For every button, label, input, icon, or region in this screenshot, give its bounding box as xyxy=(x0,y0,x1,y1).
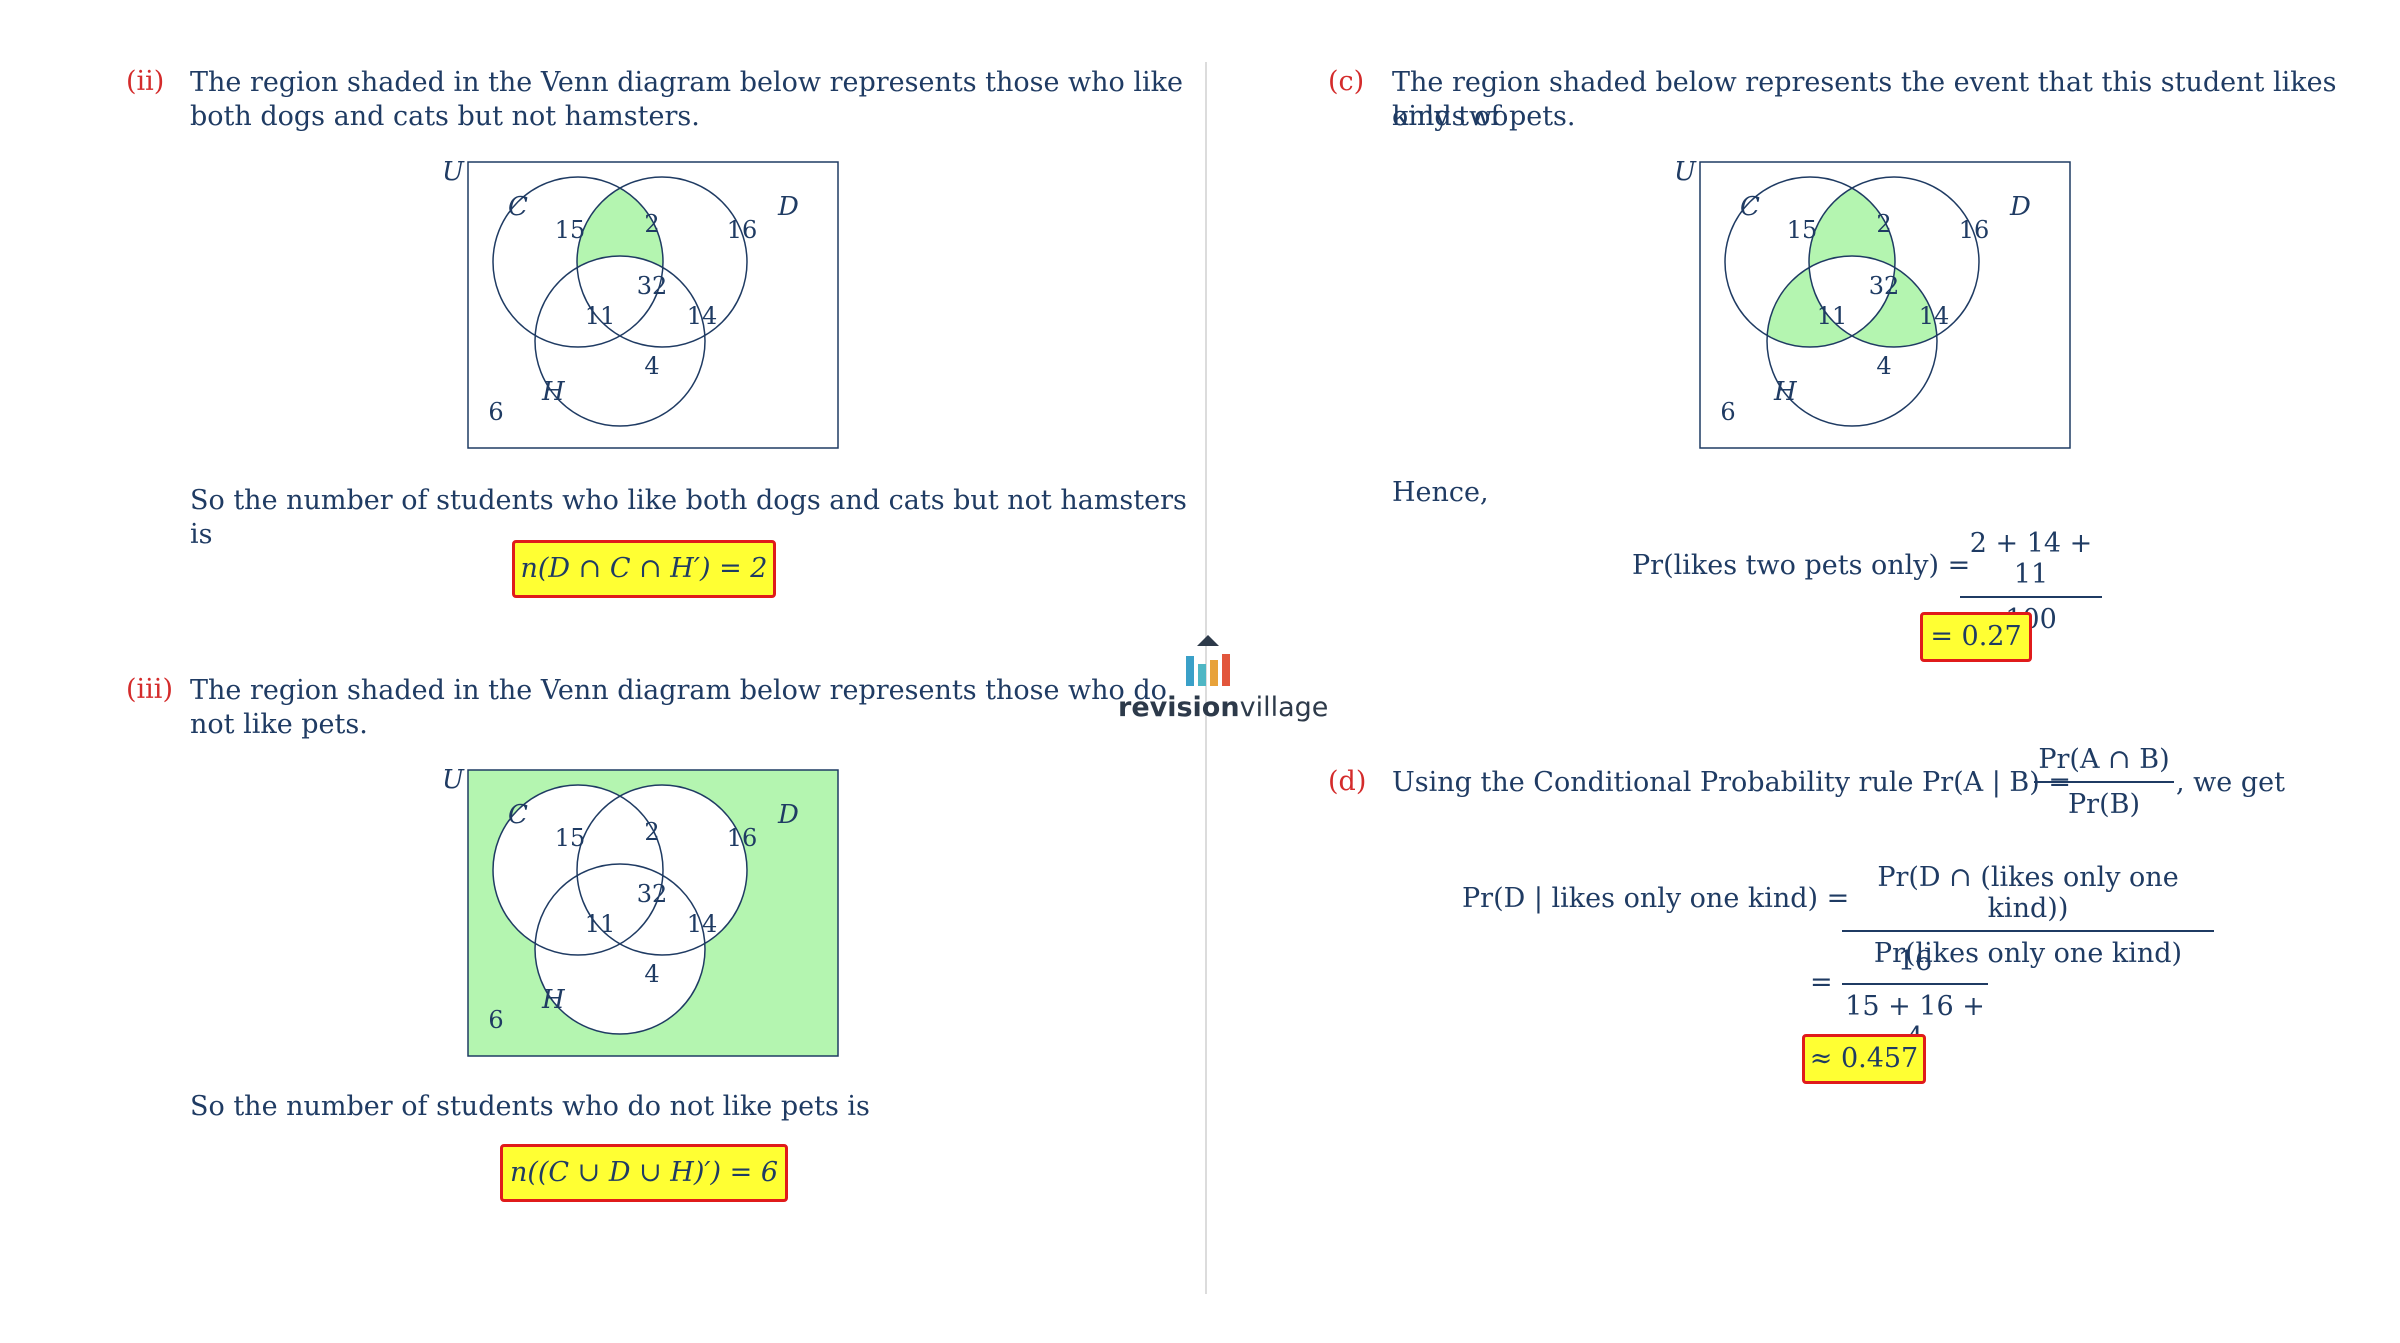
bars-icon xyxy=(1118,652,1298,686)
logo-word-light: village xyxy=(1239,692,1329,723)
region-outside: 6 xyxy=(488,1006,503,1034)
part-ii-text-line2: both dogs and cats but not hamsters. xyxy=(190,101,700,132)
set-c-label: C xyxy=(1740,192,1760,222)
region-c-h: 11 xyxy=(585,910,616,938)
part-c-answer: = 0.27 xyxy=(1920,612,2032,662)
region-d-only: 16 xyxy=(727,216,758,244)
part-d-numerator1: Pr(D ∩ (likes only one kind)) xyxy=(1877,862,2179,924)
part-d-lhs: Pr(D | likes only one kind) = xyxy=(1462,883,1850,914)
region-c-only: 15 xyxy=(555,824,586,852)
part-ii-answer: n(D ∩ C ∩ H′) = 2 xyxy=(512,540,776,598)
part-ii-label: (ii) xyxy=(126,66,165,97)
venn-diagram-iii: U C D H 15 2 16 32 11 14 4 6 xyxy=(442,765,839,1057)
part-iii-conclusion: So the number of students who do not lik… xyxy=(190,1091,870,1122)
part-d-equals: = xyxy=(1810,967,1833,998)
region-c-d: 2 xyxy=(644,818,659,846)
part-d-numerator2: 16 xyxy=(1897,946,1933,977)
region-c-h: 11 xyxy=(1817,302,1848,330)
region-c-only: 15 xyxy=(555,216,586,244)
column-divider xyxy=(1205,62,1207,1294)
set-h-label: H xyxy=(541,985,566,1015)
revision-village-logo: revisionvillage xyxy=(1118,635,1328,723)
region-c-d-h: 32 xyxy=(637,272,668,300)
region-d-h: 14 xyxy=(687,910,718,938)
part-c-hence: Hence, xyxy=(1392,477,1489,508)
part-c-text-line2: kinds of pets. xyxy=(1392,101,1576,132)
region-d-h: 14 xyxy=(687,302,718,330)
part-c-numerator: 2 + 14 + 11 xyxy=(1969,528,2093,590)
part-d-label: (d) xyxy=(1328,766,1367,797)
region-c-only: 15 xyxy=(1787,216,1818,244)
venn-diagram-c: U C D H 15 2 16 32 11 14 4 6 xyxy=(1674,157,2071,449)
roof-icon xyxy=(1197,635,1219,646)
set-h-label: H xyxy=(541,377,566,407)
set-h-label: H xyxy=(1773,377,1798,407)
part-iii-text-line2: not like pets. xyxy=(190,709,368,740)
part-iii-text-line1: The region shaded in the Venn diagram be… xyxy=(190,675,1167,706)
region-d-only: 16 xyxy=(1959,216,1990,244)
set-d-label: D xyxy=(777,192,799,222)
set-u-label: U xyxy=(442,765,465,795)
part-c-lhs: Pr(likes two pets only) = xyxy=(1632,550,1971,581)
set-u-label: U xyxy=(442,157,465,187)
set-c-label: C xyxy=(508,192,528,222)
part-d-rule-fraction: Pr(A ∩ B) Pr(B) xyxy=(2034,744,2174,820)
part-d-answer: ≈ 0.457 xyxy=(1802,1034,1926,1084)
region-outside: 6 xyxy=(1720,398,1735,426)
set-d-label: D xyxy=(777,800,799,830)
part-d-rule-numerator: Pr(A ∩ B) xyxy=(2038,744,2170,775)
region-c-h: 11 xyxy=(585,302,616,330)
part-ii-conclusion-line2: is xyxy=(190,519,213,550)
region-c-d-h: 32 xyxy=(637,880,668,908)
set-d-label: D xyxy=(2009,192,2031,222)
region-h-only: 4 xyxy=(1876,352,1891,380)
part-c-text-line1: The region shaded below represents the e… xyxy=(1392,67,2337,132)
region-c-d: 2 xyxy=(1876,210,1891,238)
part-ii-text-line1: The region shaded in the Venn diagram be… xyxy=(190,67,1183,98)
region-h-only: 4 xyxy=(644,352,659,380)
part-ii-conclusion-line1: So the number of students who like both … xyxy=(190,485,1187,516)
region-d-h: 14 xyxy=(1919,302,1950,330)
region-outside: 6 xyxy=(488,398,503,426)
region-c-d-h: 32 xyxy=(1869,272,1900,300)
part-iii-label: (iii) xyxy=(126,674,173,705)
part-c-fraction: 2 + 14 + 11 100 xyxy=(1960,528,2102,635)
region-d-only: 16 xyxy=(727,824,758,852)
set-u-label: U xyxy=(1674,157,1697,187)
part-d-we-get: , we get xyxy=(2176,767,2285,798)
part-iii-answer: n((C ∪ D ∪ H)′) = 6 xyxy=(500,1144,788,1202)
part-d-fraction1: Pr(D ∩ (likes only one kind)) Pr(likes o… xyxy=(1842,862,2214,969)
part-d-denominator1: Pr(likes only one kind) xyxy=(1873,938,2183,969)
part-d-rule-denominator: Pr(B) xyxy=(2068,789,2140,820)
region-h-only: 4 xyxy=(644,960,659,988)
venn-diagram-ii: U C D H 15 2 16 32 11 14 4 6 xyxy=(442,157,839,449)
part-c-label: (c) xyxy=(1328,66,1365,97)
region-c-d: 2 xyxy=(644,210,659,238)
logo-word-bold: revision xyxy=(1118,692,1240,723)
part-d-intro: Using the Conditional Probability rule P… xyxy=(1392,767,2071,798)
set-c-label: C xyxy=(508,800,528,830)
